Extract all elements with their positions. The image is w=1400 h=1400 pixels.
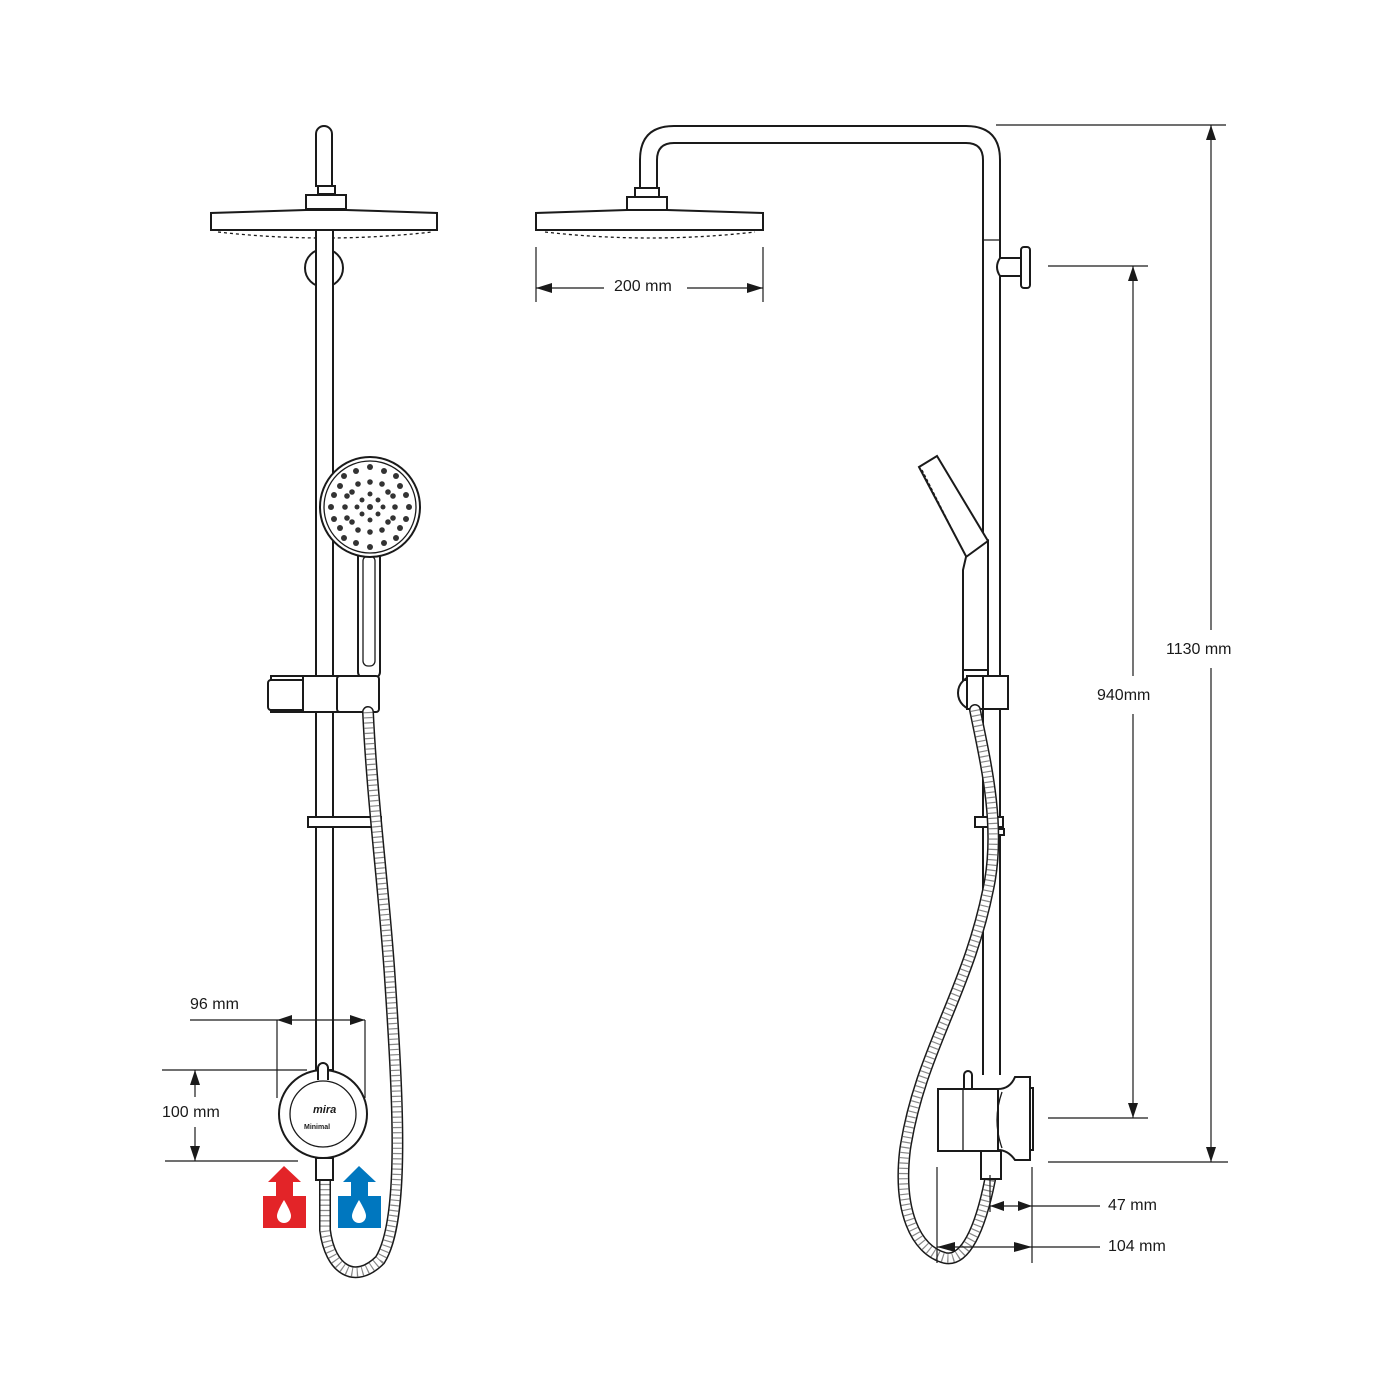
hot-inlet-icon [263,1166,306,1228]
hand-shower-front [319,456,421,679]
spray-nozzles [328,464,412,550]
side-view [535,124,1228,1265]
dim-1130 [996,124,1228,1163]
dim-47-104 [936,1167,1100,1263]
dim-label-head-diameter: 200 mm [614,278,672,296]
wall-bracket-side [996,246,1031,289]
slider-bracket-front [267,675,380,713]
dim-200 [535,247,764,302]
dim-label-valve-height: 100 mm [162,1104,220,1122]
hose-side [897,704,1000,1265]
arm-nut [317,185,336,195]
head-collar [305,194,347,210]
riser-pipe [315,229,334,1071]
hose-front [319,706,404,1279]
rain-head-side [535,209,764,231]
mixer-valve-side [937,1070,1034,1180]
dim-940 [1048,265,1148,1119]
slider-bracket-side [957,675,1009,711]
shower-arm [315,125,333,187]
dim-label-rail-height: 940mm [1097,687,1151,705]
hand-shower-side [917,454,990,681]
mixer-valve-front [278,1062,368,1181]
dim-label-total-height: 1130 mm [1166,641,1232,659]
dim-label-projection-short: 47 mm [1108,1197,1157,1215]
dim-100 [162,1069,307,1162]
dim-label-valve-width: 96 mm [190,996,239,1014]
front-view [162,125,438,1279]
dim-label-projection-total: 104 mm [1108,1238,1166,1256]
shower-arm-side [639,125,1001,1075]
dim-96 [190,1015,366,1098]
cold-inlet-icon [338,1166,381,1228]
brand-logo: mira [313,1104,337,1116]
rain-head-front [210,209,438,231]
model-logo: Minimal [304,1124,331,1131]
